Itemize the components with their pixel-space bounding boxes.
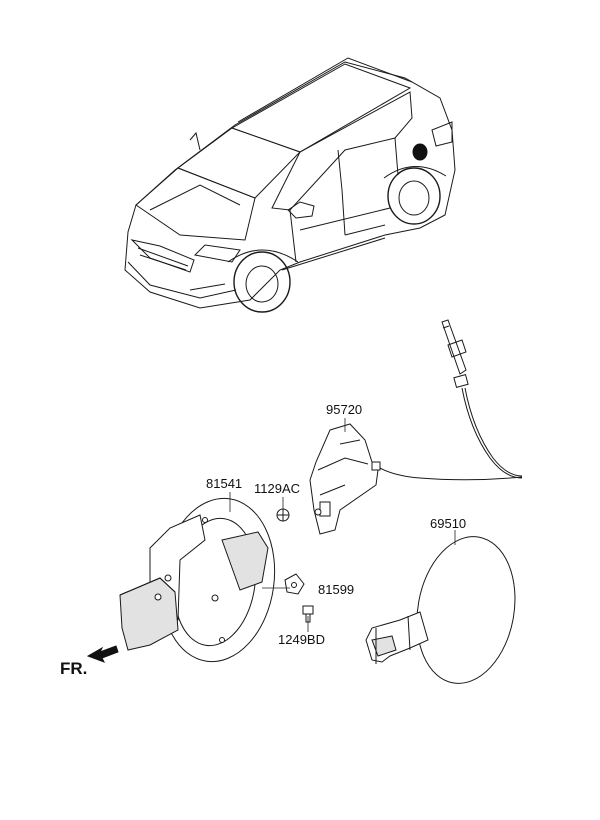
fuel-door-opener-cable xyxy=(309,319,523,535)
bolt-1129ac xyxy=(276,508,290,522)
front-direction-label: FR. xyxy=(60,659,87,678)
label-1129ac: 1129AC xyxy=(254,481,300,496)
label-1249bd: 1249BD xyxy=(278,632,325,647)
vehicle-illustration xyxy=(124,57,456,313)
label-81599: 81599 xyxy=(318,582,354,597)
label-81541: 81541 xyxy=(206,476,242,491)
leader-lines xyxy=(229,418,456,632)
bracket-81599 xyxy=(284,573,305,595)
label-95720: 95720 xyxy=(326,402,362,417)
fuel-filler-door xyxy=(365,536,516,684)
fuel-filler-housing xyxy=(119,497,276,663)
arrow-left-icon xyxy=(86,645,119,663)
label-69510: 69510 xyxy=(430,516,466,531)
fuel-door-location-marker xyxy=(412,143,428,161)
